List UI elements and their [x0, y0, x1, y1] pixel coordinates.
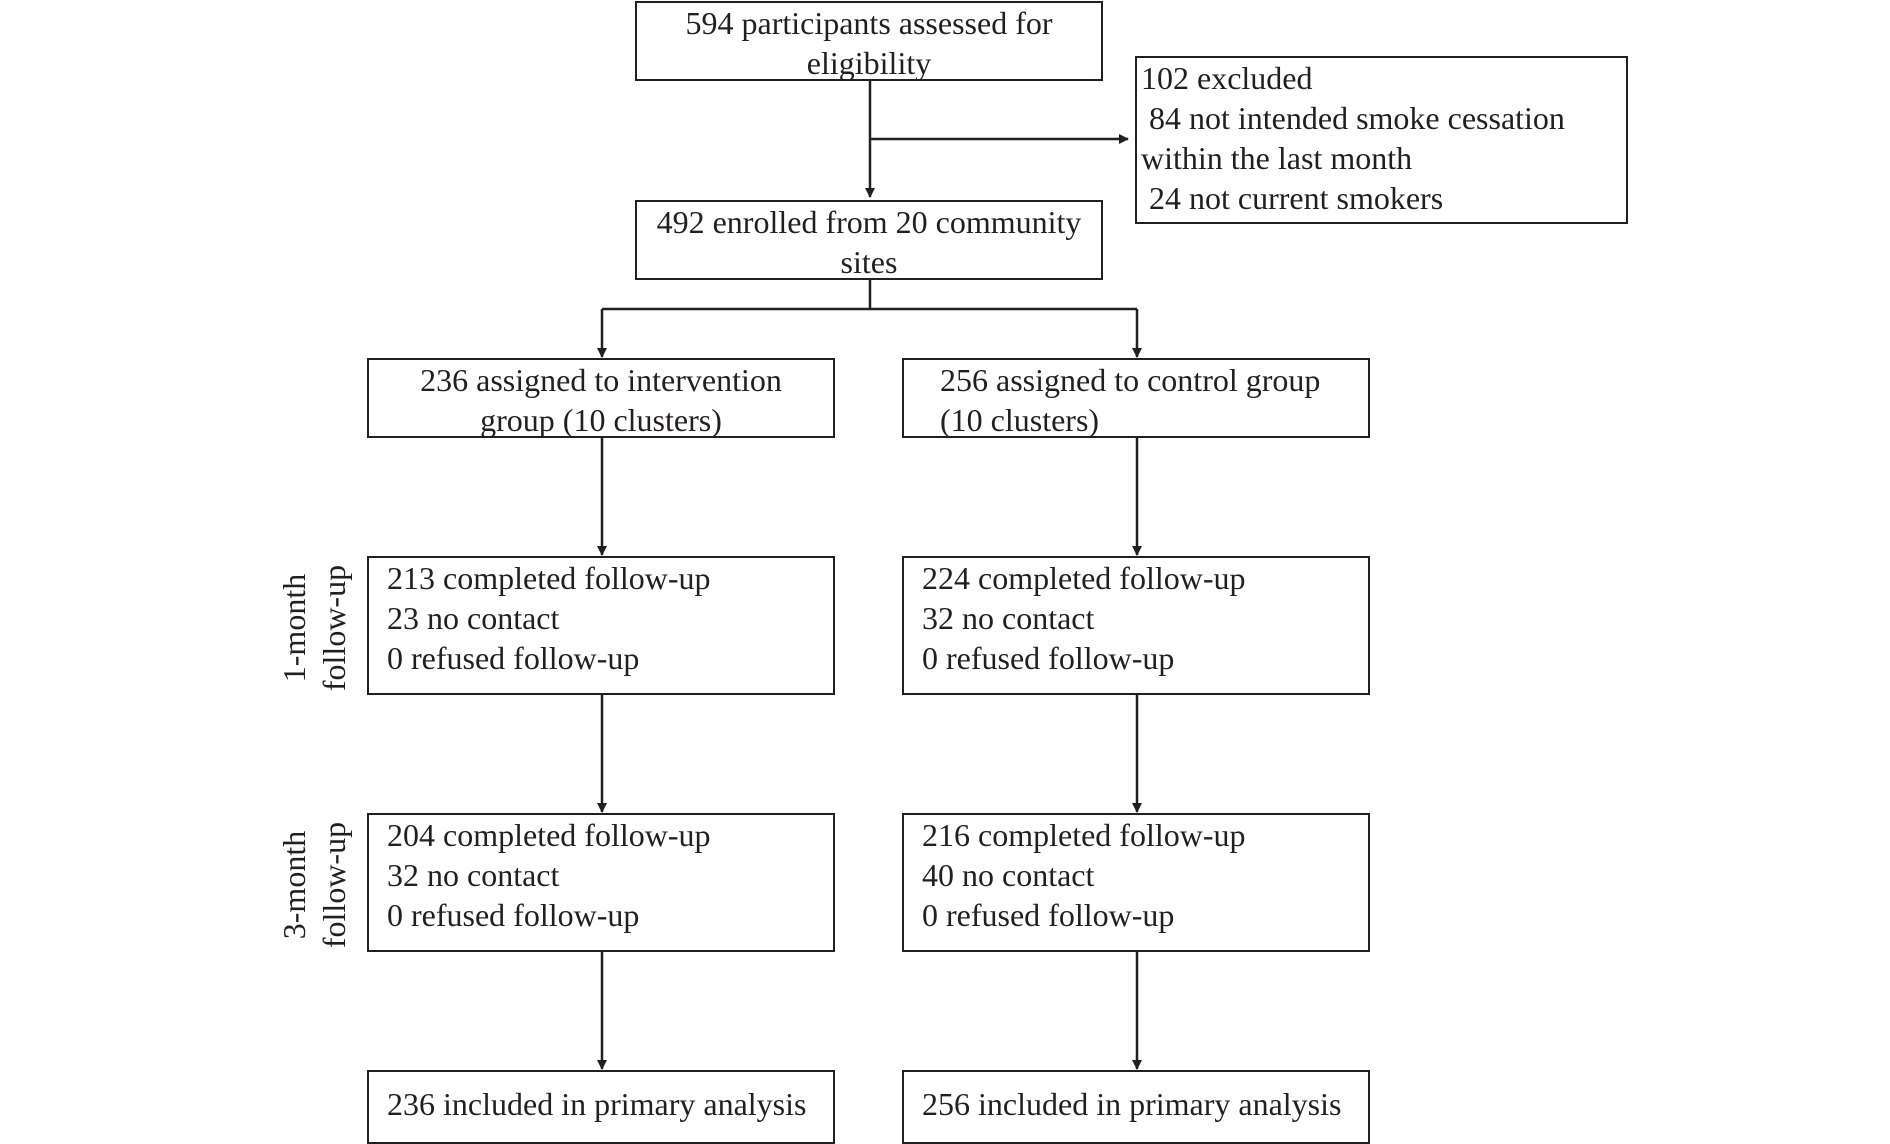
phase-1m-line-1: 1-month [276, 573, 312, 683]
excluded-line-2: 84 not intended smoke cessation [1141, 100, 1565, 136]
intervention-3m-line-3: 0 refused follow-up [387, 897, 640, 933]
intervention-analysis-line: 236 included in primary analysis [387, 1086, 807, 1122]
control-followup-1m-box: 224 completed follow-up 32 no contact 0 … [902, 556, 1370, 695]
assessed-line-2: eligibility [806, 45, 932, 81]
control-analysis-box: 256 included in primary analysis [902, 1070, 1370, 1144]
excluded-box: 102 excluded 84 not intended smoke cessa… [1135, 56, 1628, 224]
intervention-analysis-box: 236 included in primary analysis [367, 1070, 835, 1144]
enrolled-line-1: 492 enrolled from 20 community [656, 204, 1082, 240]
control-3m-line-3: 0 refused follow-up [922, 897, 1175, 933]
intervention-followup-3m-box: 204 completed follow-up 32 no contact 0 … [367, 813, 835, 952]
excluded-line-1: 102 excluded [1141, 60, 1313, 96]
control-assigned-line-2: (10 clusters) [940, 402, 1100, 438]
control-3m-line-2: 40 no contact [922, 857, 1095, 893]
intervention-1m-line-3: 0 refused follow-up [387, 640, 640, 676]
intervention-followup-1m-box: 213 completed follow-up 23 no contact 0 … [367, 556, 835, 695]
intervention-assigned-box: 236 assigned to intervention group (10 c… [367, 358, 835, 438]
phase-label-1-month: 1-month follow-up [274, 543, 354, 713]
control-1m-line-3: 0 refused follow-up [922, 640, 1175, 676]
enrolled-line-2: sites [840, 244, 898, 280]
control-3m-line-1: 216 completed follow-up [922, 817, 1246, 853]
control-1m-line-1: 224 completed follow-up [922, 560, 1246, 596]
intervention-assigned-line-1: 236 assigned to intervention [420, 362, 782, 398]
control-followup-3m-box: 216 completed follow-up 40 no contact 0 … [902, 813, 1370, 952]
assessed-box: 594 participants assessed for eligibilit… [635, 1, 1103, 81]
phase-3m-line-1: 3-month [276, 830, 312, 940]
control-analysis-line: 256 included in primary analysis [922, 1086, 1342, 1122]
intervention-3m-line-2: 32 no contact [387, 857, 560, 893]
phase-1m-line-2: follow-up [316, 564, 352, 692]
intervention-1m-line-1: 213 completed follow-up [387, 560, 711, 596]
intervention-1m-line-2: 23 no contact [387, 600, 560, 636]
control-assigned-box: 256 assigned to control group (10 cluste… [902, 358, 1370, 438]
assessed-line-1: 594 participants assessed for [685, 5, 1053, 41]
intervention-assigned-line-2: group (10 clusters) [480, 402, 722, 438]
intervention-3m-line-1: 204 completed follow-up [387, 817, 711, 853]
phase-3m-line-2: follow-up [316, 821, 352, 949]
enrolled-box: 492 enrolled from 20 community sites [635, 200, 1103, 280]
excluded-line-3: within the last month [1141, 140, 1413, 176]
control-assigned-line-1: 256 assigned to control group [940, 362, 1321, 398]
excluded-line-4: 24 not current smokers [1141, 180, 1444, 216]
phase-label-3-month: 3-month follow-up [274, 800, 354, 970]
control-1m-line-2: 32 no contact [922, 600, 1095, 636]
